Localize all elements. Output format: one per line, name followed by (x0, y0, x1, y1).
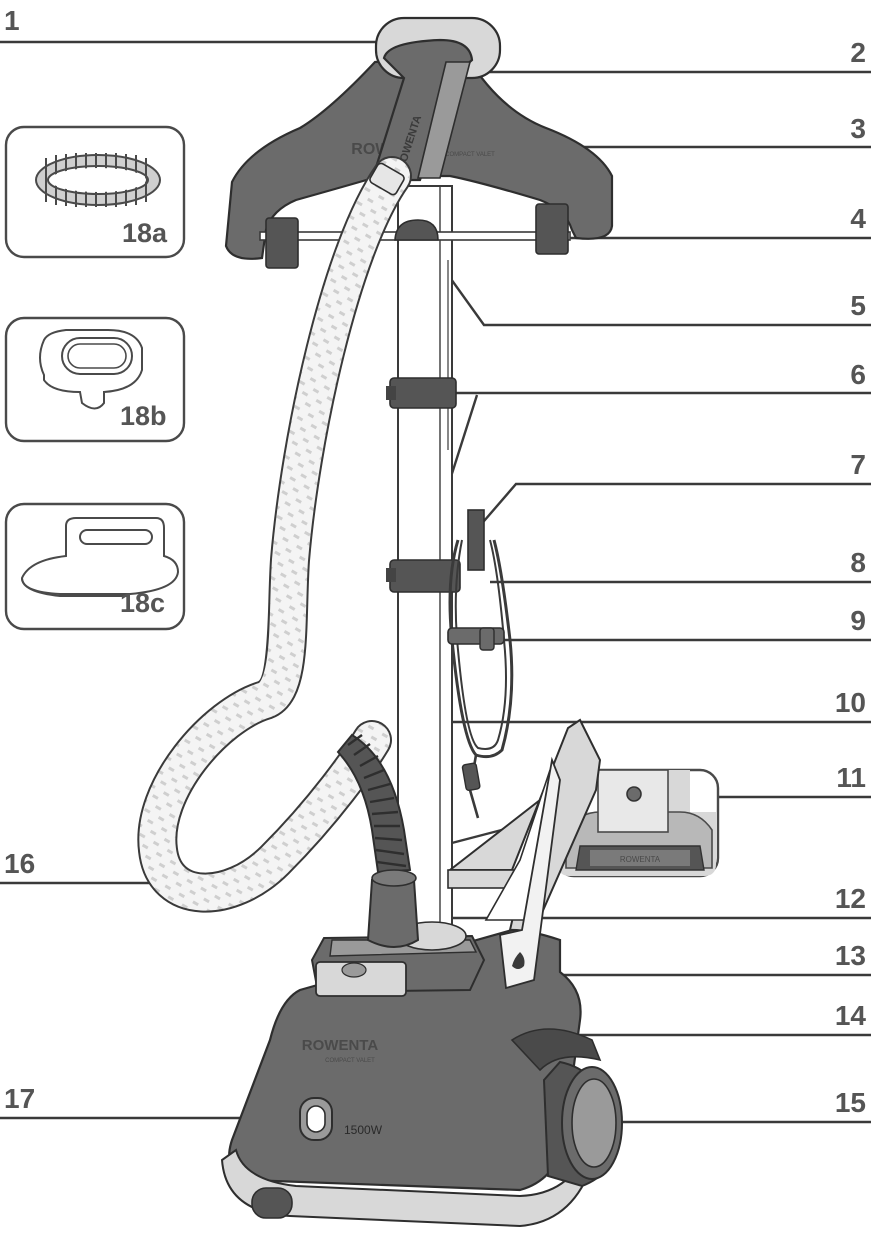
callout-3: 3 (850, 113, 866, 144)
callout-4: 4 (850, 203, 866, 234)
leader-7 (477, 482, 871, 529)
base-brand: ROWENTA (302, 1037, 379, 1054)
cord-hook (467, 509, 485, 571)
water-drop-icon (512, 952, 525, 969)
base-model: COMPACT VALET (325, 1058, 375, 1064)
accessory-label-18a: 18a (122, 218, 168, 248)
clip-right (535, 203, 569, 255)
callout-numbers: 1 2 3 4 5 6 7 8 9 10 11 12 13 14 15 16 1… (4, 5, 866, 1118)
base-unit: ROWENTA COMPACT VALET 1500W (220, 718, 623, 1228)
callout-2: 2 (850, 37, 866, 68)
callout-17: 17 (4, 1083, 35, 1114)
clip-left (265, 217, 299, 269)
callout-11: 11 (836, 762, 866, 793)
pole-collar-upper (389, 377, 457, 409)
callout-7: 7 (850, 449, 866, 480)
inset-detail-11: ROWENTA (554, 768, 720, 878)
callout-5: 5 (850, 290, 866, 321)
callout-12: 12 (835, 883, 866, 914)
telescopic-pole (397, 185, 453, 927)
callout-1: 1 (4, 5, 20, 36)
hanger-model: COMPACT VALET (445, 152, 495, 158)
clip-bar (259, 203, 571, 269)
cord-strap (447, 627, 505, 645)
callout-9: 9 (850, 605, 866, 636)
hose (137, 156, 412, 913)
callout-8: 8 (850, 547, 866, 578)
accessory-label-18b: 18b (120, 401, 167, 431)
pressure-button (315, 961, 407, 997)
accessory-18a: 18a (4, 125, 186, 259)
accessory-18c: 18c (4, 502, 186, 631)
accessory-18b: 18b (4, 316, 186, 443)
pole-top-cap (394, 219, 439, 241)
leader-5 (417, 232, 871, 327)
callout-6: 6 (850, 359, 866, 390)
power-rating: 1500W (344, 1123, 383, 1137)
hose-holders (386, 377, 461, 593)
callout-14: 14 (835, 1000, 867, 1031)
callout-10: 10 (835, 687, 866, 718)
power-cord (447, 509, 514, 819)
inset-brand: ROWENTA (620, 855, 661, 864)
steam-head: ROWENTA (370, 16, 502, 182)
callout-16: 16 (4, 848, 35, 879)
callout-15: 15 (835, 1087, 866, 1118)
accessory-label-18c: 18c (120, 588, 165, 618)
callout-lines (0, 40, 871, 1124)
callout-13: 13 (835, 940, 866, 971)
